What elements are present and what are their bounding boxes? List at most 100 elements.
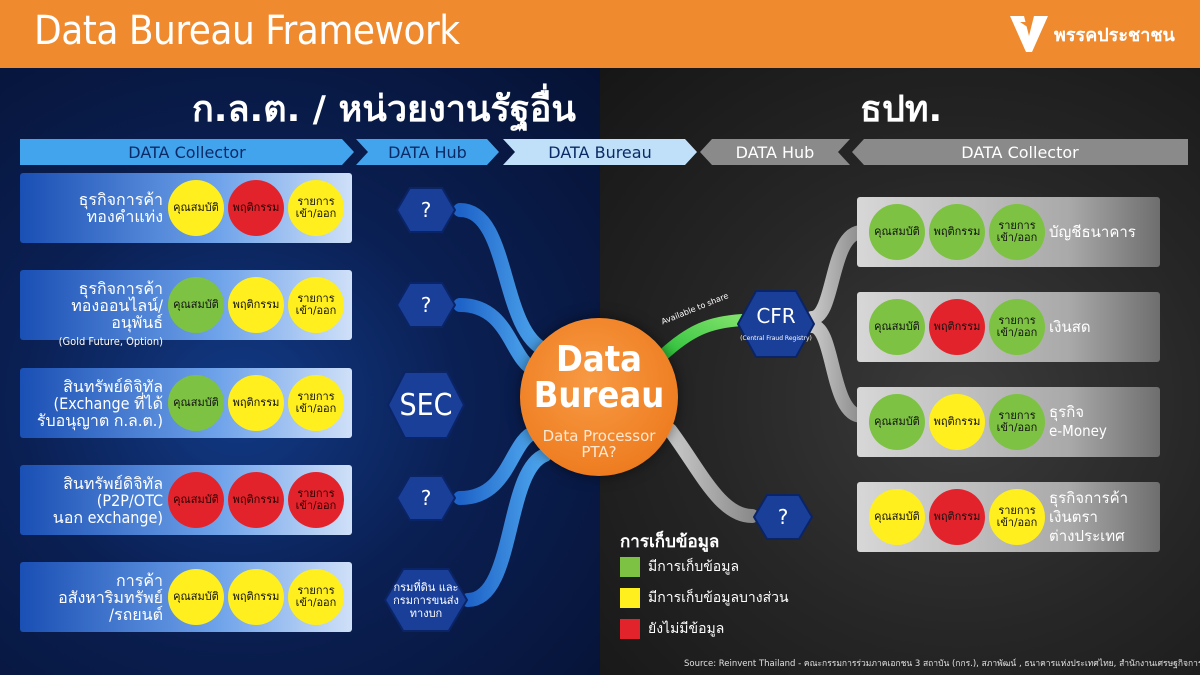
legend-item-label: มีการเก็บข้อมูลบางส่วน bbox=[648, 590, 789, 606]
circle-behavior: พฤติกรรม bbox=[228, 472, 284, 528]
left-hub-unknown: ? bbox=[395, 187, 457, 233]
circle-behavior: พฤติกรรม bbox=[929, 204, 985, 260]
circle-transactions: รายการเข้า/ออก bbox=[989, 489, 1045, 545]
circle-qualification: คุณสมบัติ bbox=[168, 472, 224, 528]
right-row-label: ธุรกิจการค้าเงินตราต่างประเทศ bbox=[1049, 488, 1129, 545]
circle-transactions: รายการเข้า/ออก bbox=[288, 277, 344, 333]
legend-swatch-red bbox=[620, 619, 640, 639]
left-row: การค้าอสังหาริมทรัพย์/รถยนต์คุณสมบัติพฤต… bbox=[20, 562, 352, 632]
right-panel-background bbox=[600, 68, 1200, 675]
right-row-label: เงินสด bbox=[1049, 317, 1091, 336]
circle-transactions: รายการเข้า/ออก bbox=[288, 472, 344, 528]
left-row: สินทรัพย์ดิจิทัล(Exchange ที่ได้รับอนุญา… bbox=[20, 368, 352, 438]
title-bar: Data Bureau Framework พรรคประชาชน bbox=[0, 0, 1200, 68]
circle-transactions: รายการเข้า/ออก bbox=[989, 394, 1045, 450]
band-left-collector: DATA Collector bbox=[20, 139, 354, 165]
page-title: Data Bureau Framework bbox=[34, 8, 460, 54]
link-cfr-row1 bbox=[805, 225, 869, 325]
circle-transactions: รายการเข้า/ออก bbox=[288, 180, 344, 236]
circle-transactions: รายการเข้า/ออก bbox=[288, 375, 344, 431]
band-bureau-label: DATA Bureau bbox=[548, 142, 652, 162]
circle-behavior: พฤติกรรม bbox=[929, 489, 985, 545]
band-left-collector-label: DATA Collector bbox=[128, 142, 246, 162]
link-bureau-cfr bbox=[656, 314, 748, 362]
hub-label: ? bbox=[420, 198, 432, 222]
left-hub-unknown: ? bbox=[395, 475, 457, 521]
link-cfr-row3 bbox=[805, 319, 869, 423]
right-hub-unknown: ? bbox=[752, 494, 814, 540]
left-row-label: ธุรกิจการค้าทองออนไลน์/อนุพันธ์(Gold Fut… bbox=[58, 278, 163, 348]
band-left-hub-label: DATA Hub bbox=[388, 142, 467, 162]
circle-transactions: รายการเข้า/ออก bbox=[989, 204, 1045, 260]
circle-qualification: คุณสมบัติ bbox=[168, 375, 224, 431]
right-section-title: ธปท. bbox=[860, 89, 943, 130]
circle-behavior: พฤติกรรม bbox=[228, 277, 284, 333]
band-right-collector: DATA Collector bbox=[852, 139, 1188, 165]
circle-qualification: คุณสมบัติ bbox=[168, 277, 224, 333]
cfr-hub: CFR (Central Fraud Registry) bbox=[736, 290, 816, 358]
circle-behavior: พฤติกรรม bbox=[929, 299, 985, 355]
legend-title: การเก็บข้อมูล bbox=[620, 532, 720, 552]
legend-item: ยังไม่มีข้อมูล bbox=[620, 618, 724, 640]
bureau-title-line1: Data bbox=[555, 339, 643, 380]
link-bureau-hub-right bbox=[663, 423, 759, 523]
hub-label: SEC bbox=[399, 387, 453, 423]
circle-qualification: คุณสมบัติ bbox=[869, 204, 925, 260]
left-hub-unknown: ? bbox=[395, 282, 457, 328]
hub-label: กรมที่ดิน และกรมการขนส่งทางบก bbox=[393, 580, 459, 620]
link-hub1-bureau bbox=[453, 203, 552, 357]
circle-behavior: พฤติกรรม bbox=[228, 375, 284, 431]
bureau-sub-line2: PTA? bbox=[581, 443, 617, 461]
band-left-hub: DATA Hub bbox=[356, 139, 499, 165]
circle-behavior: พฤติกรรม bbox=[228, 180, 284, 236]
party-logo-text: พรรคประชาชน bbox=[1054, 24, 1175, 46]
left-section-title: ก.ล.ต. / หน่วยงานรัฐอื่น bbox=[192, 89, 576, 130]
band-right-hub: DATA Hub bbox=[700, 139, 850, 165]
circle-transactions: รายการเข้า/ออก bbox=[989, 299, 1045, 355]
legend-item: มีการเก็บข้อมูล bbox=[620, 556, 739, 578]
circle-transactions: รายการเข้า/ออก bbox=[288, 569, 344, 625]
right-row-label: บัญชีธนาคาร bbox=[1049, 222, 1136, 241]
right-row: คุณสมบัติพฤติกรรมรายการเข้า/ออกบัญชีธนาค… bbox=[857, 197, 1160, 267]
data-bureau-node: Data Bureau Data Processor PTA? bbox=[520, 318, 678, 476]
cfr-subtitle: (Central Fraud Registry) bbox=[740, 334, 812, 342]
circle-qualification: คุณสมบัติ bbox=[168, 569, 224, 625]
legend-item: มีการเก็บข้อมูลบางส่วน bbox=[620, 587, 789, 609]
circle-qualification: คุณสมบัติ bbox=[168, 180, 224, 236]
left-row-sublabel: (Gold Future, Option) bbox=[58, 334, 163, 348]
circle-qualification: คุณสมบัติ bbox=[869, 489, 925, 545]
land-transport-hub: กรมที่ดิน และกรมการขนส่งทางบก bbox=[383, 568, 469, 632]
band-right-collector-label: DATA Collector bbox=[961, 142, 1079, 162]
left-row-label: ธุรกิจการค้าทองคำแท่ง bbox=[78, 190, 163, 226]
party-logo-icon bbox=[1010, 16, 1048, 52]
legend-item-label: มีการเก็บข้อมูล bbox=[648, 559, 740, 575]
circle-behavior: พฤติกรรม bbox=[929, 394, 985, 450]
band-bureau: DATA Bureau bbox=[503, 139, 697, 165]
right-row: คุณสมบัติพฤติกรรมรายการเข้า/ออกธุรกิจการ… bbox=[857, 482, 1160, 552]
left-row-label: สินทรัพย์ดิจิทัล(Exchange ที่ได้รับอนุญา… bbox=[36, 376, 163, 430]
bureau-title-line2: Bureau bbox=[533, 375, 665, 416]
circle-qualification: คุณสมบัติ bbox=[869, 394, 925, 450]
band-right-hub-label: DATA Hub bbox=[735, 142, 815, 162]
link-hub5-bureau bbox=[461, 448, 552, 607]
hub-label: ? bbox=[420, 486, 432, 510]
hub-label: ? bbox=[420, 293, 432, 317]
party-logo: พรรคประชาชน bbox=[1008, 14, 1175, 54]
source-note: Source: Reinvent Thailand - คณะกรรมการร่… bbox=[684, 659, 1200, 669]
legend-item-label: ยังไม่มีข้อมูล bbox=[648, 621, 725, 637]
right-hub-unknown-label: ? bbox=[777, 505, 789, 529]
left-row-label: การค้าอสังหาริมทรัพย์/รถยนต์ bbox=[58, 570, 163, 624]
left-row: ธุรกิจการค้าทองคำแท่งคุณสมบัติพฤติกรรมรา… bbox=[20, 173, 352, 243]
right-row: คุณสมบัติพฤติกรรมรายการเข้า/ออกเงินสด bbox=[857, 292, 1160, 362]
circle-behavior: พฤติกรรม bbox=[228, 569, 284, 625]
cfr-title: CFR bbox=[756, 304, 796, 328]
link-hub4-bureau bbox=[453, 425, 542, 505]
circle-qualification: คุณสมบัติ bbox=[869, 299, 925, 355]
sec-hub: SEC bbox=[386, 371, 466, 439]
bureau-sub-line1: Data Processor bbox=[542, 427, 656, 445]
